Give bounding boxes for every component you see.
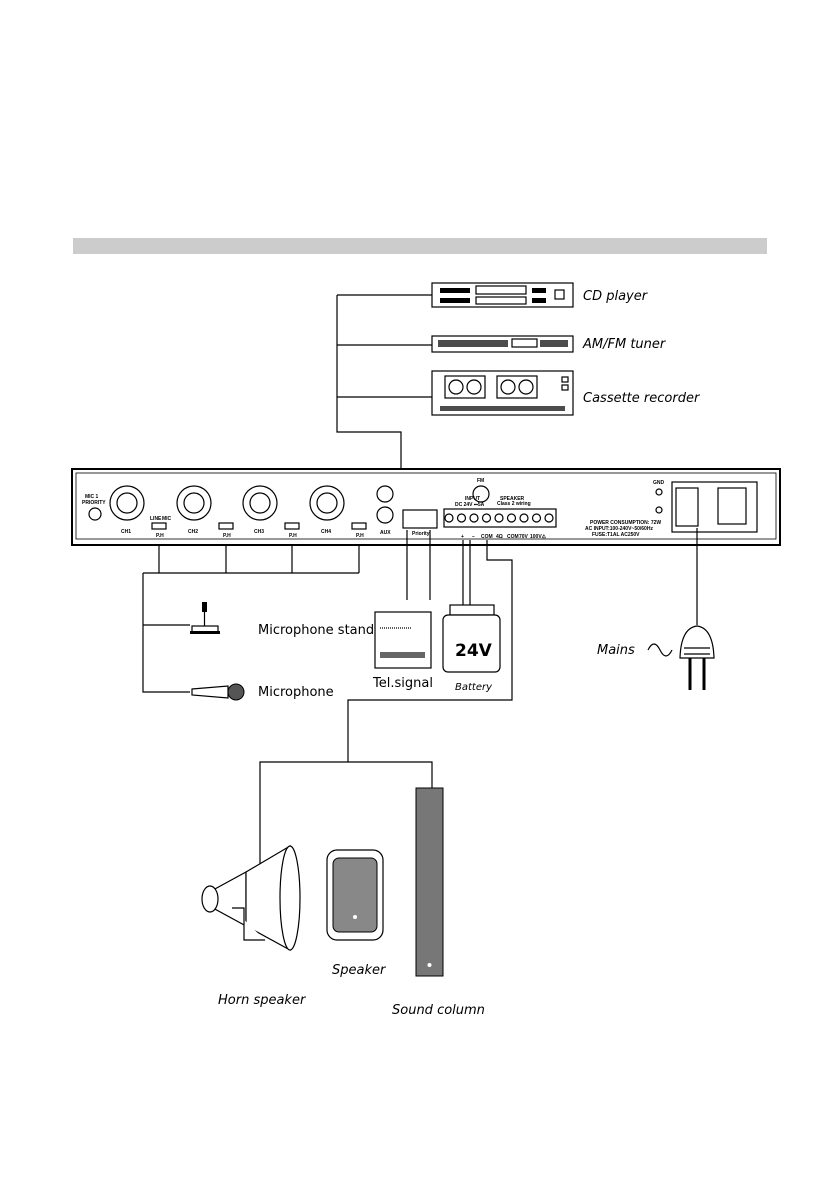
term-com2: COM (507, 534, 519, 540)
source-wiring (336, 294, 432, 470)
term-minus: − (472, 534, 475, 540)
tuner-device (431, 335, 574, 353)
mic-label: MIC (162, 516, 172, 522)
ph-label: P.H (289, 533, 297, 539)
microphone-icon (191, 683, 245, 701)
power-consumption: POWER CONSUMPTION: 72W (590, 520, 661, 526)
power-inlet (671, 481, 758, 533)
battery-voltage: 24V (455, 641, 493, 661)
term-com: COM (481, 534, 493, 540)
priority-wiring (406, 530, 431, 600)
fuse-rating: FUSE:T1AL AC250V (592, 532, 640, 538)
mains-label: Mains (597, 643, 635, 658)
speaker-label: Speaker (332, 963, 387, 978)
term-4ohm: 4Ω (496, 534, 503, 540)
cd-player-label: CD player (583, 289, 649, 304)
term-70v: 70V (519, 534, 529, 540)
speaker-label: SPEAKER (500, 496, 525, 502)
section-header-bar (73, 238, 767, 254)
priority-connector[interactable] (402, 509, 438, 529)
ac-input: AC INPUT:100-240V~50/60Hz (585, 526, 653, 532)
power-switch[interactable] (717, 487, 747, 525)
terminal-screw (494, 513, 504, 523)
channel-1: CH1 LINE MIC P.H (109, 485, 172, 539)
terminal-screw (506, 513, 517, 523)
input-spec: DC 24V ⎓5A (455, 502, 485, 508)
terminal-screw (531, 513, 542, 523)
priority-knob[interactable] (88, 507, 102, 521)
mains-plug-icon (679, 625, 715, 690)
channel-3: CH3 P.H (242, 485, 300, 539)
priority-port-label: Priority (412, 531, 430, 537)
aux-jack-1[interactable] (376, 485, 394, 503)
tel-signal-label: Tel.signal (372, 676, 433, 691)
sound-column-label: Sound column (392, 1003, 485, 1018)
aux-label: AUX (380, 530, 391, 536)
ch3-label: CH3 (254, 529, 264, 535)
ph-label: P.H (356, 533, 364, 539)
line-label: LINE (150, 516, 162, 522)
priority-label: PRIORITY (82, 500, 106, 506)
fm-label: FM (477, 478, 484, 484)
cassette-label: Cassette recorder (583, 391, 701, 406)
cd-player-device (431, 282, 574, 308)
term-100v: 100V⚠ (530, 534, 547, 540)
battery-icon: 24V (442, 604, 501, 673)
terminal-screw (444, 513, 454, 523)
ac-sine-icon (647, 643, 673, 657)
cassette-recorder-device (431, 370, 574, 416)
microphone-label: Microphone (258, 685, 334, 700)
mic-stand-label: Microphone stand (258, 623, 374, 638)
mic1-label: MIC 1 (85, 494, 99, 500)
ph-label: P.H (223, 533, 231, 539)
microphone-stand-icon (190, 602, 220, 634)
terminal-block[interactable] (443, 508, 557, 528)
ch4-label: CH4 (321, 529, 331, 535)
sound-column-icon (415, 787, 444, 977)
speaker-wiring (259, 540, 513, 880)
terminal-screw (519, 513, 529, 523)
gnd-label: GND (653, 480, 665, 486)
fm-button[interactable] (472, 485, 490, 503)
input-label: INPUT (465, 496, 480, 502)
terminal-screw (469, 513, 479, 523)
iec-socket[interactable] (675, 487, 699, 527)
term-plus: + (461, 534, 464, 540)
ch1-label: CH1 (121, 529, 131, 535)
tel-signal-icon (374, 611, 432, 669)
channel-4: CH4 P.H (309, 485, 367, 539)
amplifier-rear-panel: MIC 1 PRIORITY CH1 LINE MIC P.H CH2 P.H … (71, 468, 781, 546)
aux-jack-2[interactable] (376, 506, 394, 524)
terminal-screw (544, 513, 554, 523)
ch2-label: CH2 (188, 529, 198, 535)
terminal-screw (481, 513, 492, 523)
horn-speaker-label: Horn speaker (218, 993, 307, 1008)
battery-label: Battery (455, 682, 493, 693)
terminal-screw (456, 513, 467, 523)
mic-wiring (142, 545, 360, 693)
speaker-wiring: Class 2 wiring (497, 501, 531, 507)
speaker-icon (326, 849, 384, 941)
horn-speaker-icon (201, 844, 301, 952)
channel-2: CH2 P.H (176, 485, 234, 539)
ph-label: P.H (156, 533, 164, 539)
tuner-label: AM/FM tuner (582, 337, 667, 352)
battery-wiring (462, 540, 471, 605)
